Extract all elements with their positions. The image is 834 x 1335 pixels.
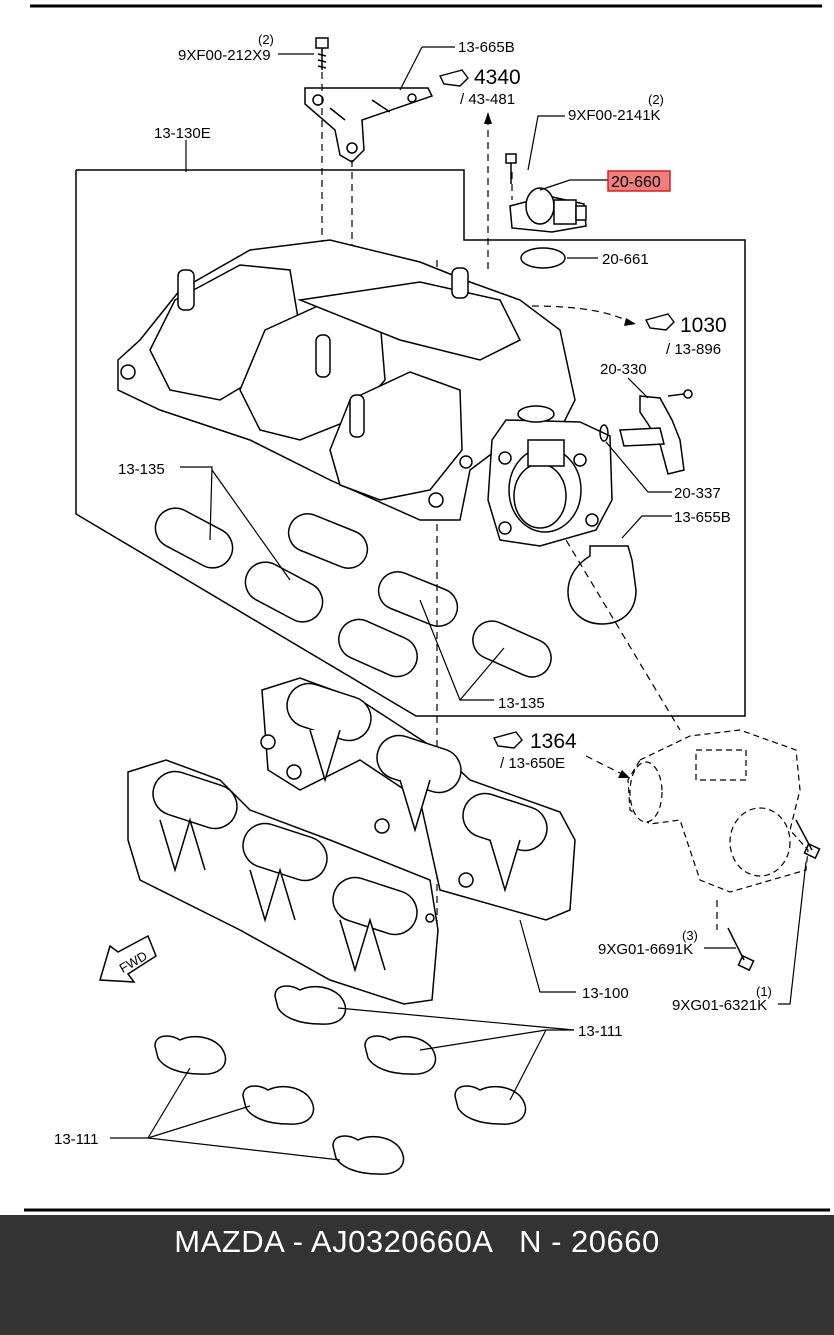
gaskets-13-135 — [154, 507, 552, 678]
label-20-660: 20-660 — [611, 174, 661, 191]
leader-13-665B — [399, 46, 423, 91]
arrow-1030 — [624, 318, 636, 326]
label-ref-4340: 4340 — [474, 66, 521, 89]
label-13-100: 13-100 — [582, 985, 629, 1002]
label-20-661: 20-661 — [602, 251, 649, 268]
label-13-665B: 13-665B — [458, 39, 515, 56]
leader-13-135-b — [419, 599, 494, 701]
label-13-655B: 13-655B — [674, 509, 731, 526]
gasket-20-661 — [520, 247, 566, 269]
upper-intake-manifold — [117, 239, 576, 521]
label-bolt-212X9-qty: (2) — [258, 32, 274, 47]
label-ref-1030: 1030 — [680, 314, 727, 337]
assembly-frame — [75, 169, 746, 717]
leader-20-330 — [627, 377, 649, 399]
parts-diagram: FWD (2) 9XF00-212X9 13-665B 4340 / 43-48… — [24, 4, 830, 1212]
bolt-2141K — [505, 153, 517, 184]
label-bolt-6691K: 9XG01-6691K — [598, 941, 693, 958]
leader-13-100 — [519, 919, 576, 993]
leader-20-660 — [539, 179, 571, 191]
label-ref-1364-sub: / 13-650E — [500, 755, 565, 772]
arrow-1364 — [618, 770, 630, 778]
arrow-4340 — [484, 112, 492, 124]
label-13-130E: 13-130E — [154, 125, 211, 142]
lower-intake-manifold — [127, 677, 576, 1005]
leader-6321K — [778, 861, 807, 1005]
label-bolt-2141K: 9XF00-2141K — [568, 107, 661, 124]
leader-13-135-a2 — [211, 469, 291, 581]
label-bolt-2141K-qty: (2) — [648, 92, 664, 107]
reference-icons — [438, 69, 675, 749]
label-bolt-6321K: 9XG01-6321K — [672, 997, 767, 1014]
gaskets-13-111 — [154, 985, 527, 1175]
label-ref-1364: 1364 — [530, 730, 577, 753]
label-13-111-a: 13-111 — [578, 1023, 622, 1040]
label-bolt-6321K-qty: (1) — [756, 984, 772, 999]
hose-20-330 — [619, 389, 693, 475]
gasket-13-655B — [567, 545, 637, 625]
label-ref-1030-sub: / 13-896 — [666, 341, 721, 358]
highlight-20-660 — [607, 170, 671, 192]
label-bolt-212X9: 9XF00-212X9 — [178, 47, 271, 64]
footer-bar — [0, 1215, 834, 1335]
bolt-6691K — [727, 927, 755, 972]
fwd-arrow: FWD — [99, 934, 157, 983]
leader-13-655B — [621, 515, 672, 539]
leader-2141K — [527, 115, 565, 171]
label-20-337: 20-337 — [674, 485, 721, 502]
tp-sensor-20-660 — [509, 187, 587, 233]
leader-13-135-b2 — [459, 647, 505, 701]
bracket-13-665B — [304, 87, 434, 163]
bolt-212X9 — [315, 37, 329, 70]
intake-elbow — [627, 729, 809, 893]
label-13-111-b: 13-111 — [54, 1131, 98, 1148]
label-13-135-a: 13-135 — [118, 461, 165, 478]
oring-20-337 — [599, 424, 609, 442]
leaders-13-111 — [110, 1007, 575, 1161]
footer-part-number: MAZDA - AJ0320660A N - 20660 — [174, 1224, 660, 1259]
label-13-135-b: 13-135 — [498, 695, 545, 712]
leader-20-337 — [605, 441, 672, 493]
leader-13-135-a — [180, 466, 213, 541]
label-20-330: 20-330 — [600, 361, 647, 378]
bolt-6321K — [795, 819, 821, 860]
throttle-body — [487, 405, 613, 547]
label-ref-4340-sub: / 43-481 — [460, 91, 515, 108]
label-bolt-6691K-qty: (3) — [682, 928, 698, 943]
